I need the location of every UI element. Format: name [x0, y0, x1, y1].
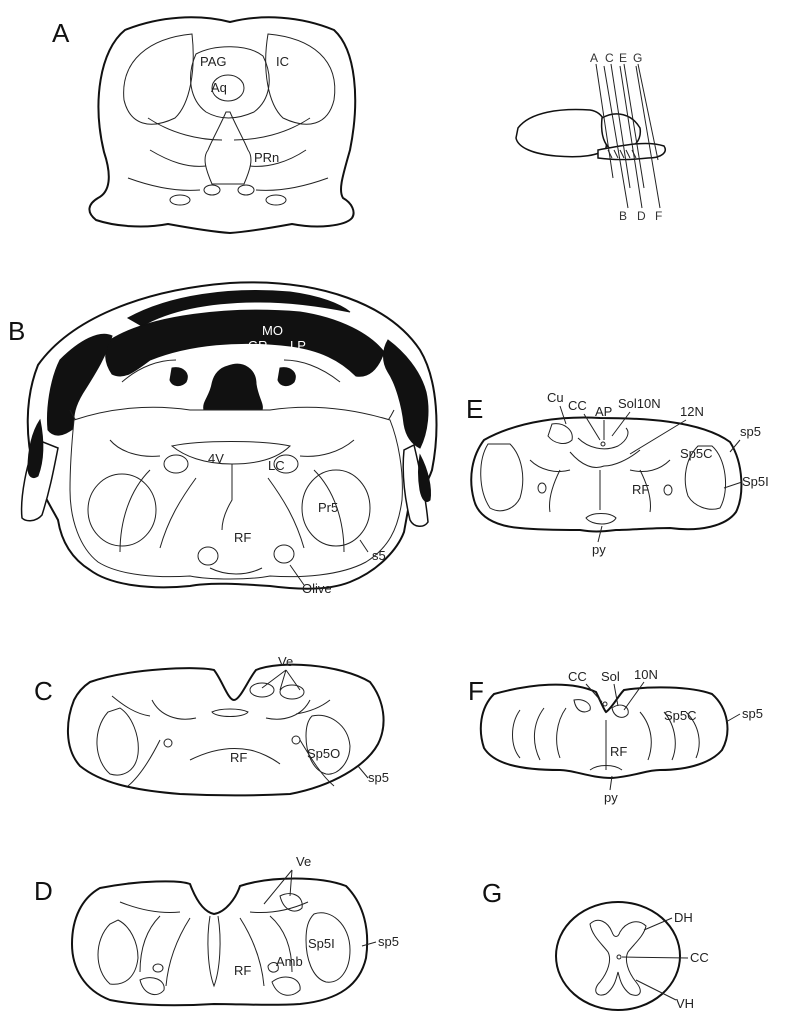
label-12n: 12N — [680, 404, 704, 419]
panel-g-letter: G — [482, 878, 502, 908]
label-sp5c-f: Sp5C — [664, 708, 697, 723]
panel-g: G DH CC VH — [482, 878, 709, 1011]
label-sp5-f: sp5 — [742, 706, 763, 721]
panel-d-letter: D — [34, 876, 53, 906]
label-sp5i-d: Sp5I — [308, 936, 335, 951]
label-lp: LP — [290, 338, 306, 353]
inset-label-f: F — [655, 209, 662, 223]
label-py-f: py — [604, 790, 618, 805]
label-pr5: Pr5 — [318, 500, 338, 515]
label-cc-g: CC — [690, 950, 709, 965]
label-vh: VH — [676, 996, 694, 1011]
inset-label-a: A — [590, 51, 598, 65]
label-sol: Sol — [601, 669, 620, 684]
panel-d: D Ve Sp5I sp5 RF Amb — [34, 854, 399, 1005]
panel-f-letter: F — [468, 676, 484, 706]
panel-c: C Ve RF Sp5O sp5 — [34, 654, 389, 796]
label-ve-d: Ve — [296, 854, 311, 869]
panel-a-letter: A — [52, 18, 70, 48]
inset-label-c: C — [605, 51, 614, 65]
label-rf-d: RF — [234, 963, 251, 978]
inset-label-e: E — [619, 51, 627, 65]
label-gr: GR — [248, 338, 268, 353]
panel-b-brainstem — [70, 407, 402, 579]
sagittal-inset: A C E G B D F — [516, 51, 665, 223]
label-amb: Amb — [276, 954, 303, 969]
label-rf-c: RF — [230, 750, 247, 765]
label-sp5-c: sp5 — [368, 770, 389, 785]
label-lc: LC — [268, 458, 285, 473]
label-ic: IC — [276, 54, 289, 69]
panel-a: A PAG Aq IC PRn — [52, 17, 355, 233]
label-ap: AP — [595, 404, 612, 419]
label-mo: MO — [262, 323, 283, 338]
label-cc-e: CC — [568, 398, 587, 413]
label-s5: s5 — [372, 548, 386, 563]
label-10n: 10N — [634, 667, 658, 682]
panel-f: F CC Sol 10N Sp5C sp5 RF py — [468, 667, 763, 805]
label-py-e: py — [592, 542, 606, 557]
label-dh: DH — [674, 910, 693, 925]
inset-cerebrum — [516, 110, 607, 157]
label-prn: PRn — [254, 150, 279, 165]
label-sp5c-e: Sp5C — [680, 446, 713, 461]
label-rf-f: RF — [610, 744, 627, 759]
label-sol10n: Sol10N — [618, 396, 661, 411]
panel-c-outline — [68, 665, 384, 796]
panel-e-letter: E — [466, 394, 483, 424]
panel-e: E Cu CC AP Sol10N 12N sp5 Sp5C Sp5I RF p… — [466, 390, 769, 557]
panel-f-outline — [481, 685, 728, 778]
label-4v: 4V — [208, 451, 224, 466]
inset-label-b: B — [619, 209, 627, 223]
label-pag: PAG — [200, 54, 227, 69]
label-sp5i-e: Sp5I — [742, 474, 769, 489]
label-rf-e: RF — [632, 482, 649, 497]
panel-b-letter: B — [8, 316, 25, 346]
label-rf-b: RF — [234, 530, 251, 545]
inset-label-g: G — [633, 51, 642, 65]
panel-g-spinal-cord-outline — [556, 902, 680, 1010]
panel-b: B MO GR LP 4V LC Pr5 R — [8, 282, 436, 596]
label-sp5-e: sp5 — [740, 424, 761, 439]
label-sp5o: Sp5O — [307, 746, 340, 761]
label-ve-c: Ve — [278, 654, 293, 669]
label-sp5-d: sp5 — [378, 934, 399, 949]
panel-e-outline — [471, 418, 741, 532]
label-cc-f: CC — [568, 669, 587, 684]
label-cu: Cu — [547, 390, 564, 405]
panel-b-vermis-right — [278, 368, 295, 386]
panel-f-cc — [603, 702, 607, 706]
label-olive: Olive — [302, 581, 332, 596]
panel-c-letter: C — [34, 676, 53, 706]
label-aq: Aq — [211, 80, 227, 95]
panel-b-vermis-left — [170, 368, 187, 386]
inset-label-d: D — [637, 209, 646, 223]
